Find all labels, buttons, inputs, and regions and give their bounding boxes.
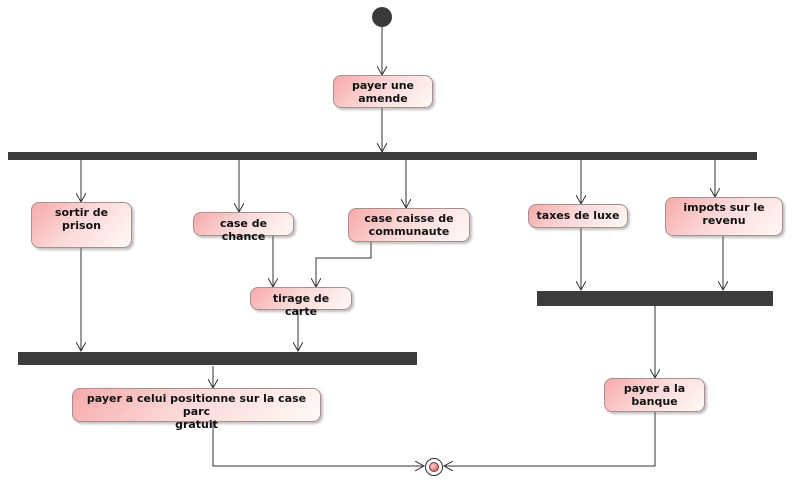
final-node <box>425 458 443 476</box>
node-case-caisse-de-communaute[interactable]: case caisse de communaute <box>348 208 470 242</box>
node-payer-une-amende[interactable]: payer une amende <box>333 75 433 108</box>
node-tirage-de-carte[interactable]: tirage de carte <box>250 287 352 318</box>
node-impots-sur-le-revenu[interactable]: impots sur le revenu <box>665 197 783 236</box>
initial-node <box>372 7 392 27</box>
node-taxes-de-luxe[interactable]: taxes de luxe <box>528 204 628 228</box>
join-bar-left <box>18 352 417 365</box>
join-bar-right <box>537 291 773 306</box>
fork-bar <box>8 152 757 160</box>
edge-parc-to-end <box>212 422 424 466</box>
node-sortir-de-prison[interactable]: sortir de prison <box>31 202 132 248</box>
node-payer-a-la-banque[interactable]: payer a la banque <box>604 378 705 412</box>
edge-communaute-to-tirage <box>316 242 372 287</box>
edge-banque-to-end <box>444 412 656 466</box>
final-node-inner <box>429 462 439 472</box>
node-case-de-chance[interactable]: case de chance <box>193 212 294 243</box>
node-payer-parc-gratuit[interactable]: payer a celui positionne sur la case par… <box>72 388 321 431</box>
